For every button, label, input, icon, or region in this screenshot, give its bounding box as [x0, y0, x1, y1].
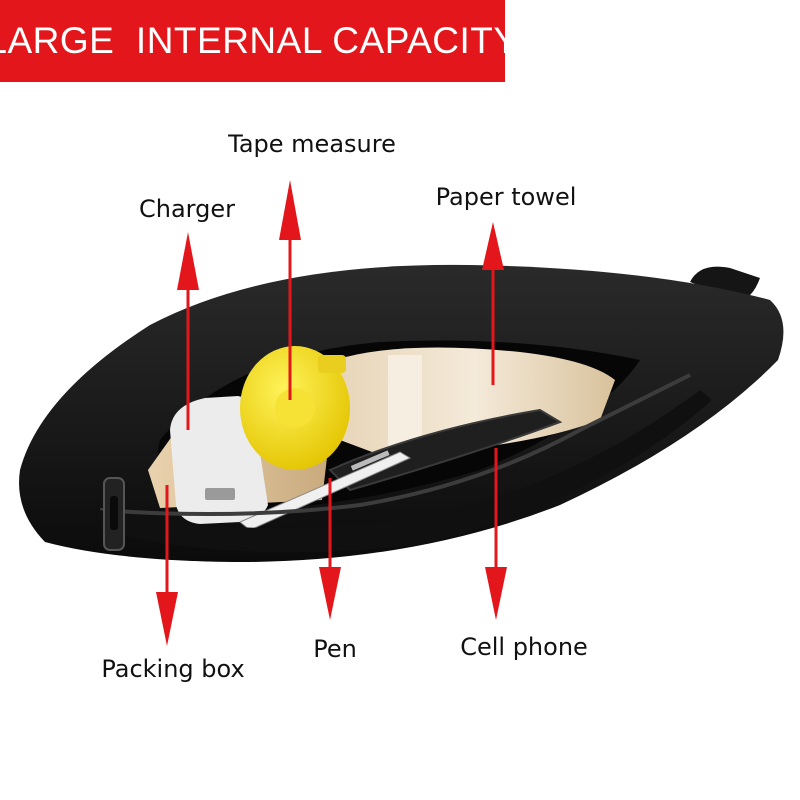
bag-zipper — [99, 373, 691, 516]
label-packing-box: Packing box — [101, 655, 245, 683]
arrow-cell-phone — [485, 448, 507, 620]
arrow-pen — [319, 478, 341, 620]
arrow-paper-towel — [482, 222, 504, 385]
pen-clip — [350, 450, 390, 471]
label-tape-measure: Tape measure — [228, 130, 396, 158]
paper-towel-stripe — [388, 355, 422, 450]
arrow-packing-box — [156, 485, 178, 646]
title-banner: LARGE INTERNAL CAPACITY — [0, 0, 518, 82]
label-pen: Pen — [313, 635, 357, 663]
cell-phone — [328, 408, 563, 492]
tape-measure-tab — [318, 355, 346, 373]
bag-lower-lip — [100, 390, 712, 553]
zipper-pull-slot — [110, 496, 118, 530]
arrow-charger — [177, 232, 199, 430]
charger-port — [205, 488, 235, 500]
label-charger: Charger — [139, 195, 235, 223]
tape-measure-center — [275, 388, 315, 428]
label-cell-phone: Cell phone — [460, 633, 588, 661]
arrow-tape-measure — [279, 180, 301, 400]
banner-title: LARGE INTERNAL CAPACITY — [0, 20, 519, 61]
bag-strap — [690, 266, 760, 300]
label-paper-towel: Paper towel — [435, 183, 577, 211]
